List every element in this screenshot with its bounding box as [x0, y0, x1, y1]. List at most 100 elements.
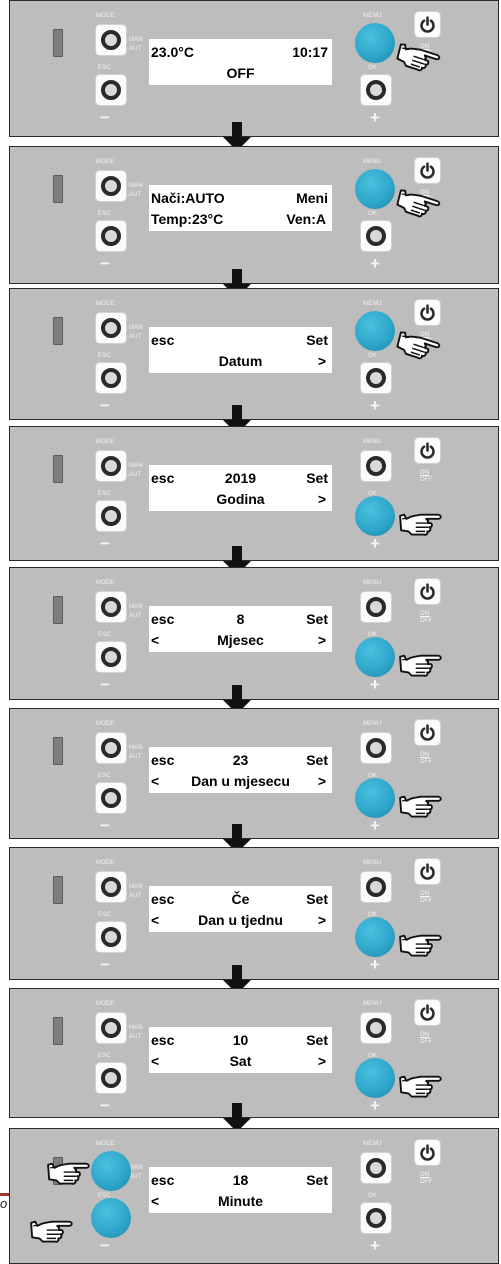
power-button[interactable] — [415, 720, 440, 745]
esc-button[interactable] — [96, 363, 126, 393]
ok-button[interactable] — [355, 637, 395, 677]
status-led — [53, 175, 63, 203]
mode-button[interactable] — [91, 1151, 131, 1191]
minus-label: − — [100, 1096, 110, 1115]
arrow-down-icon — [222, 965, 252, 1000]
lcd-line1-right: Meni — [296, 190, 328, 206]
esc-button[interactable] — [96, 75, 126, 105]
ok-button[interactable] — [355, 1058, 395, 1098]
status-led — [53, 455, 63, 483]
esc-label: ESC — [98, 65, 111, 71]
esc-label: ESC — [98, 353, 111, 359]
lcd-line1-right: Set — [306, 470, 328, 486]
power-button[interactable] — [415, 859, 440, 884]
lcd-display: esc 2019 Set Godina > — [149, 465, 332, 511]
arrow-down-icon — [222, 122, 252, 157]
lcd-line1-left: esc — [151, 1032, 175, 1048]
power-button[interactable] — [415, 300, 440, 325]
ok-button[interactable] — [361, 75, 391, 105]
lcd-line1-left: esc — [151, 332, 175, 348]
menu-label: MENU — [363, 13, 382, 19]
lcd-display: esc 23 Set < Dan u mjesecu > — [149, 747, 332, 793]
man-label: MAN — [129, 1165, 143, 1171]
man-label: MAN — [129, 325, 143, 331]
lcd-line2-center: Mjesec — [217, 632, 264, 648]
mode-label: MODE — [96, 13, 115, 19]
status-led — [53, 317, 63, 345]
plus-label: + — [370, 254, 380, 273]
power-button[interactable] — [415, 158, 440, 183]
lcd-line2-right: > — [317, 912, 326, 928]
mode-button[interactable] — [96, 592, 126, 622]
power-button[interactable] — [415, 12, 440, 37]
ok-button[interactable] — [361, 221, 391, 251]
mode-button[interactable] — [96, 733, 126, 763]
lcd-line2-center: Sat — [229, 1053, 252, 1069]
on-label: ON — [420, 891, 430, 897]
lcd-line1-right: Set — [306, 332, 328, 348]
lcd-display: esc Če Set < Dan u tjednu > — [149, 886, 332, 932]
power-button[interactable] — [415, 1000, 440, 1025]
ok-label: OK — [368, 773, 378, 779]
on-label: ON — [420, 752, 430, 758]
power-button[interactable] — [415, 579, 440, 604]
power-button[interactable] — [415, 438, 440, 463]
ok-button[interactable] — [361, 363, 391, 393]
menu-button[interactable] — [355, 169, 395, 209]
esc-button[interactable] — [91, 1198, 131, 1238]
menu-button[interactable] — [361, 1153, 391, 1183]
menu-button[interactable] — [361, 1013, 391, 1043]
menu-label: MENU — [363, 159, 382, 165]
ok-button[interactable] — [355, 917, 395, 957]
on-label: ON — [420, 1172, 430, 1178]
esc-label: ESC — [98, 912, 111, 918]
esc-button[interactable] — [96, 1063, 126, 1093]
esc-label: ESC — [98, 632, 111, 638]
ok-label: OK — [368, 632, 378, 638]
plus-label: + — [370, 1236, 380, 1255]
mode-label: MODE — [96, 439, 115, 445]
esc-button[interactable] — [96, 783, 126, 813]
plus-label: + — [370, 955, 380, 974]
power-button[interactable] — [415, 1140, 440, 1165]
esc-button[interactable] — [96, 221, 126, 251]
menu-button[interactable] — [355, 311, 395, 351]
on-label: ON — [420, 44, 430, 50]
off-label: OFF — [420, 1039, 433, 1045]
menu-label: MENU — [363, 439, 382, 445]
status-led — [53, 1017, 63, 1045]
mode-button[interactable] — [96, 872, 126, 902]
mode-button[interactable] — [96, 1013, 126, 1043]
lcd-line1-center: Če — [231, 891, 250, 907]
menu-button[interactable] — [361, 872, 391, 902]
esc-button[interactable] — [96, 922, 126, 952]
mode-button[interactable] — [96, 25, 126, 55]
esc-label: ESC — [98, 491, 111, 497]
esc-button[interactable] — [96, 642, 126, 672]
off-label: OFF — [420, 898, 433, 904]
menu-label: MENU — [363, 860, 382, 866]
lcd-line1-center: 8 — [236, 611, 245, 627]
lcd-line1-left: esc — [151, 470, 175, 486]
menu-button[interactable] — [361, 733, 391, 763]
ok-button[interactable] — [361, 1203, 391, 1233]
menu-label: MENU — [363, 721, 382, 727]
lcd-line2-left: < — [151, 1053, 160, 1069]
menu-button[interactable] — [361, 592, 391, 622]
pointing-hand-icon — [398, 1068, 446, 1105]
aut-label: AUT — [129, 893, 142, 899]
lcd-line1-center: 23 — [232, 752, 249, 768]
menu-button[interactable] — [355, 23, 395, 63]
mode-button[interactable] — [96, 451, 126, 481]
on-label: ON — [420, 190, 430, 196]
lcd-line1-right: Set — [306, 891, 328, 907]
mode-button[interactable] — [96, 313, 126, 343]
ok-button[interactable] — [355, 496, 395, 536]
ok-button[interactable] — [355, 778, 395, 818]
esc-button[interactable] — [96, 501, 126, 531]
mode-button[interactable] — [96, 171, 126, 201]
menu-button[interactable] — [361, 451, 391, 481]
